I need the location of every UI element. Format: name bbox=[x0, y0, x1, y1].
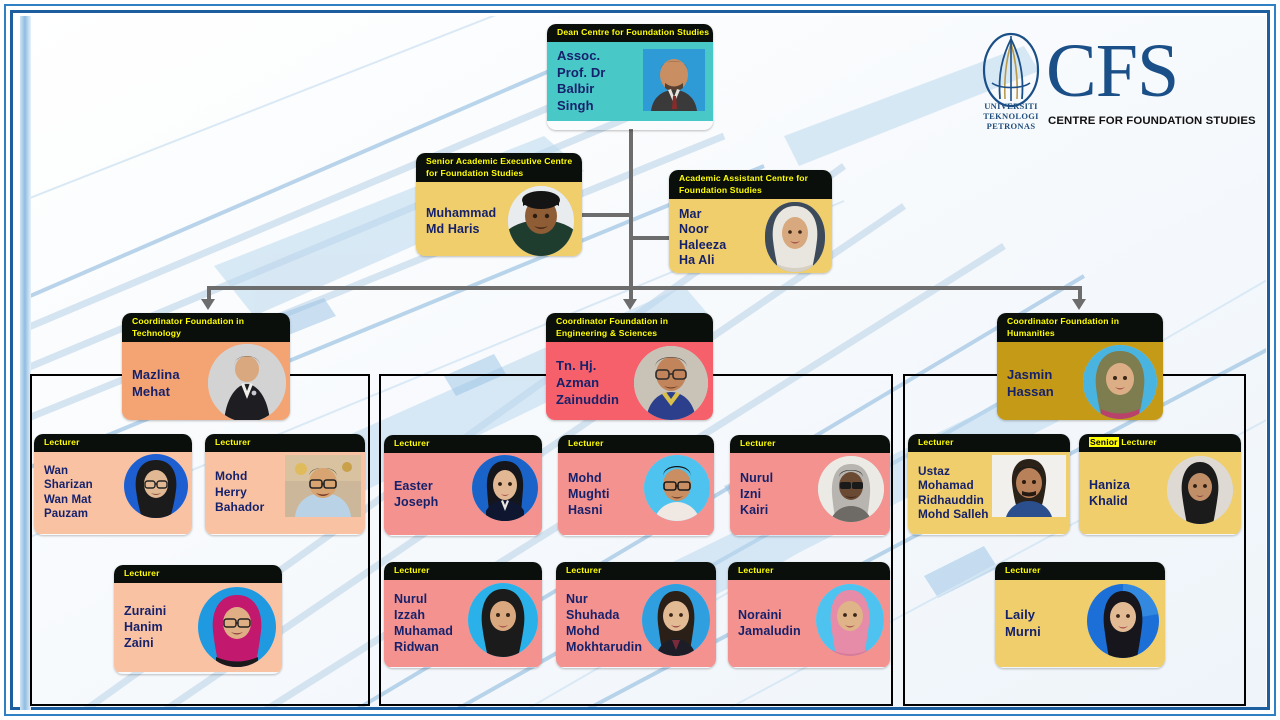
member-photo bbox=[992, 454, 1066, 517]
connector-dean-vertical bbox=[629, 129, 633, 286]
member-card-nurul-izni[interactable]: Lecturer Nurul Izni Kairi bbox=[730, 435, 890, 536]
arrow-humanities bbox=[1072, 299, 1086, 310]
node-coord-eng-photo bbox=[634, 346, 708, 420]
member-photo bbox=[198, 586, 276, 667]
member-photo bbox=[1167, 455, 1233, 524]
node-sae-title: Senior Academic Executive Centre for Fou… bbox=[416, 153, 582, 182]
frame-left-band bbox=[20, 16, 31, 710]
node-coordinator-engineering[interactable]: Coordinator Foundation in Engineering & … bbox=[546, 313, 713, 420]
member-photo bbox=[816, 583, 884, 656]
node-coord-tech-title: Coordinator Foundation in Technology bbox=[122, 313, 290, 342]
node-academic-assistant[interactable]: Academic Assistant Centre for Foundation… bbox=[669, 170, 832, 273]
member-name: Noraini Jamaludin bbox=[738, 608, 801, 638]
node-coord-tech-name: Mazlina Mehat bbox=[132, 366, 180, 399]
member-card-haniza-khalid[interactable]: Senior Lecturer Haniza Khalid bbox=[1079, 434, 1241, 535]
node-dean-photo bbox=[643, 48, 705, 111]
member-photo bbox=[285, 454, 361, 517]
member-card-mohd-mughti[interactable]: Lecturer Mohd Mughti Hasni bbox=[558, 435, 714, 536]
member-title: Lecturer bbox=[34, 434, 192, 452]
member-title: Lecturer bbox=[995, 562, 1165, 580]
member-name: Nur Shuhada Mohd Mokhtarudin bbox=[566, 592, 643, 654]
utp-logo-mark: UNIVERSITI TEKNOLOGI PETRONAS bbox=[980, 31, 1042, 131]
member-card-wan-sharizan[interactable]: Lecturer Wan Sharizan Wan Mat Pauzam bbox=[34, 434, 192, 535]
member-name: Ustaz Mohamad Ridhauddin Mohd Salleh bbox=[918, 463, 989, 522]
member-name: Mohd Mughti Hasni bbox=[568, 470, 610, 517]
connector-sae-horizontal bbox=[580, 213, 633, 217]
utp-line-2: TEKNOLOGI bbox=[983, 111, 1039, 121]
cfs-tagline: CENTRE FOR FOUNDATION STUDIES bbox=[1048, 115, 1256, 127]
member-photo bbox=[1087, 583, 1159, 658]
member-photo bbox=[644, 454, 710, 521]
member-title: Lecturer bbox=[728, 562, 890, 580]
arrow-engineering bbox=[623, 299, 637, 310]
member-title: Lecturer bbox=[556, 562, 716, 580]
member-name: Haniza Khalid bbox=[1089, 477, 1130, 508]
member-photo bbox=[472, 454, 538, 521]
member-name: Easter Joseph bbox=[394, 478, 439, 509]
node-coord-eng-name: Tn. Hj. Azman Zainuddin bbox=[556, 358, 619, 407]
member-name: Laily Murni bbox=[1005, 607, 1041, 639]
node-assistant-title: Academic Assistant Centre for Foundation… bbox=[669, 170, 832, 199]
member-title: Lecturer bbox=[384, 435, 542, 453]
member-title-rest: Lecturer bbox=[1121, 437, 1157, 447]
utp-wordmark: UNIVERSITI TEKNOLOGI PETRONAS bbox=[980, 101, 1042, 131]
node-assistant-photo bbox=[765, 202, 825, 272]
node-assistant-name: Mar Noor Haleeza Ha Ali bbox=[679, 206, 727, 268]
node-coordinator-humanities[interactable]: Coordinator Foundation in Humanities Jas… bbox=[997, 313, 1163, 420]
member-title-highlight: Senior bbox=[1089, 437, 1119, 447]
member-name: Wan Sharizan Wan Mat Pauzam bbox=[44, 464, 93, 521]
node-coord-tech-photo bbox=[208, 344, 286, 420]
node-coordinator-technology[interactable]: Coordinator Foundation in Technology Maz… bbox=[122, 313, 290, 420]
arrow-technology bbox=[201, 299, 215, 310]
member-card-zuraini-hanim[interactable]: Lecturer Zuraini Hanim Zaini bbox=[114, 565, 282, 674]
cfs-wordmark: CFS CENTRE FOR FOUNDATION STUDIES bbox=[1046, 29, 1256, 131]
member-name: Zuraini Hanim Zaini bbox=[124, 604, 167, 650]
member-card-mohd-herry[interactable]: Lecturer Mohd Herry Bahador bbox=[205, 434, 365, 535]
member-photo bbox=[818, 455, 884, 522]
member-title: Lecturer bbox=[205, 434, 365, 452]
utp-line-1: UNIVERSITI bbox=[984, 101, 1038, 111]
node-dean[interactable]: Dean Centre for Foundation Studies Assoc… bbox=[547, 24, 713, 130]
member-card-easter-joseph[interactable]: Lecturer Easter Joseph bbox=[384, 435, 542, 536]
member-photo bbox=[468, 582, 538, 657]
node-coord-hum-title: Coordinator Foundation in Humanities bbox=[997, 313, 1163, 342]
node-senior-academic-executive[interactable]: Senior Academic Executive Centre for Fou… bbox=[416, 153, 582, 256]
member-title: Lecturer bbox=[114, 565, 282, 583]
connector-drop-technology bbox=[207, 286, 211, 303]
cfs-logo: UNIVERSITI TEKNOLOGI PETRONAS CFS CENTRE… bbox=[980, 27, 1256, 135]
connector-drop-engineering bbox=[629, 286, 633, 303]
member-title: Lecturer bbox=[730, 435, 890, 453]
member-title: Lecturer bbox=[558, 435, 714, 453]
node-dean-name: Assoc. Prof. Dr Balbir Singh bbox=[557, 48, 606, 113]
node-sae-photo bbox=[508, 186, 574, 256]
cfs-acronym: CFS bbox=[1046, 29, 1179, 113]
member-name: Nurul Izzah Muhamad Ridwan bbox=[394, 592, 454, 654]
connector-drop-humanities bbox=[1078, 286, 1082, 303]
node-sae-name: Muhammad Md Haris bbox=[426, 205, 497, 236]
node-coord-eng-title: Coordinator Foundation in Engineering & … bbox=[546, 313, 713, 342]
member-photo bbox=[642, 583, 710, 656]
member-title: Lecturer bbox=[908, 434, 1070, 452]
connector-main-bus bbox=[207, 286, 1082, 290]
member-card-nur-shuhada[interactable]: Lecturer Nur Shuhada Mohd Mokhtarudin bbox=[556, 562, 716, 668]
member-card-noraini-jamaludin[interactable]: Lecturer Noraini Jamaludin bbox=[728, 562, 890, 668]
node-dean-title: Dean Centre for Foundation Studies bbox=[547, 24, 713, 42]
member-title: Lecturer bbox=[384, 562, 542, 580]
member-card-nurul-izzah[interactable]: Lecturer Nurul Izzah Muhamad Ridwan bbox=[384, 562, 542, 668]
member-card-ustaz-mohamad[interactable]: Lecturer Ustaz Mohamad Ridhauddin Mohd S… bbox=[908, 434, 1070, 535]
node-coord-hum-photo bbox=[1083, 345, 1157, 419]
member-name: Mohd Herry Bahador bbox=[215, 469, 265, 515]
utp-line-3: PETRONAS bbox=[986, 121, 1036, 131]
frame-inner-border bbox=[10, 10, 1270, 710]
connector-assistant-horizontal bbox=[629, 236, 673, 240]
node-coord-hum-name: Jasmin Hassan bbox=[1007, 366, 1054, 399]
member-card-laily-murni[interactable]: Lecturer Laily Murni bbox=[995, 562, 1165, 668]
member-name: Nurul Izni Kairi bbox=[740, 470, 774, 517]
frame-outer-border bbox=[4, 4, 1276, 716]
member-photo bbox=[124, 453, 188, 518]
member-title: Senior Lecturer bbox=[1079, 434, 1241, 452]
